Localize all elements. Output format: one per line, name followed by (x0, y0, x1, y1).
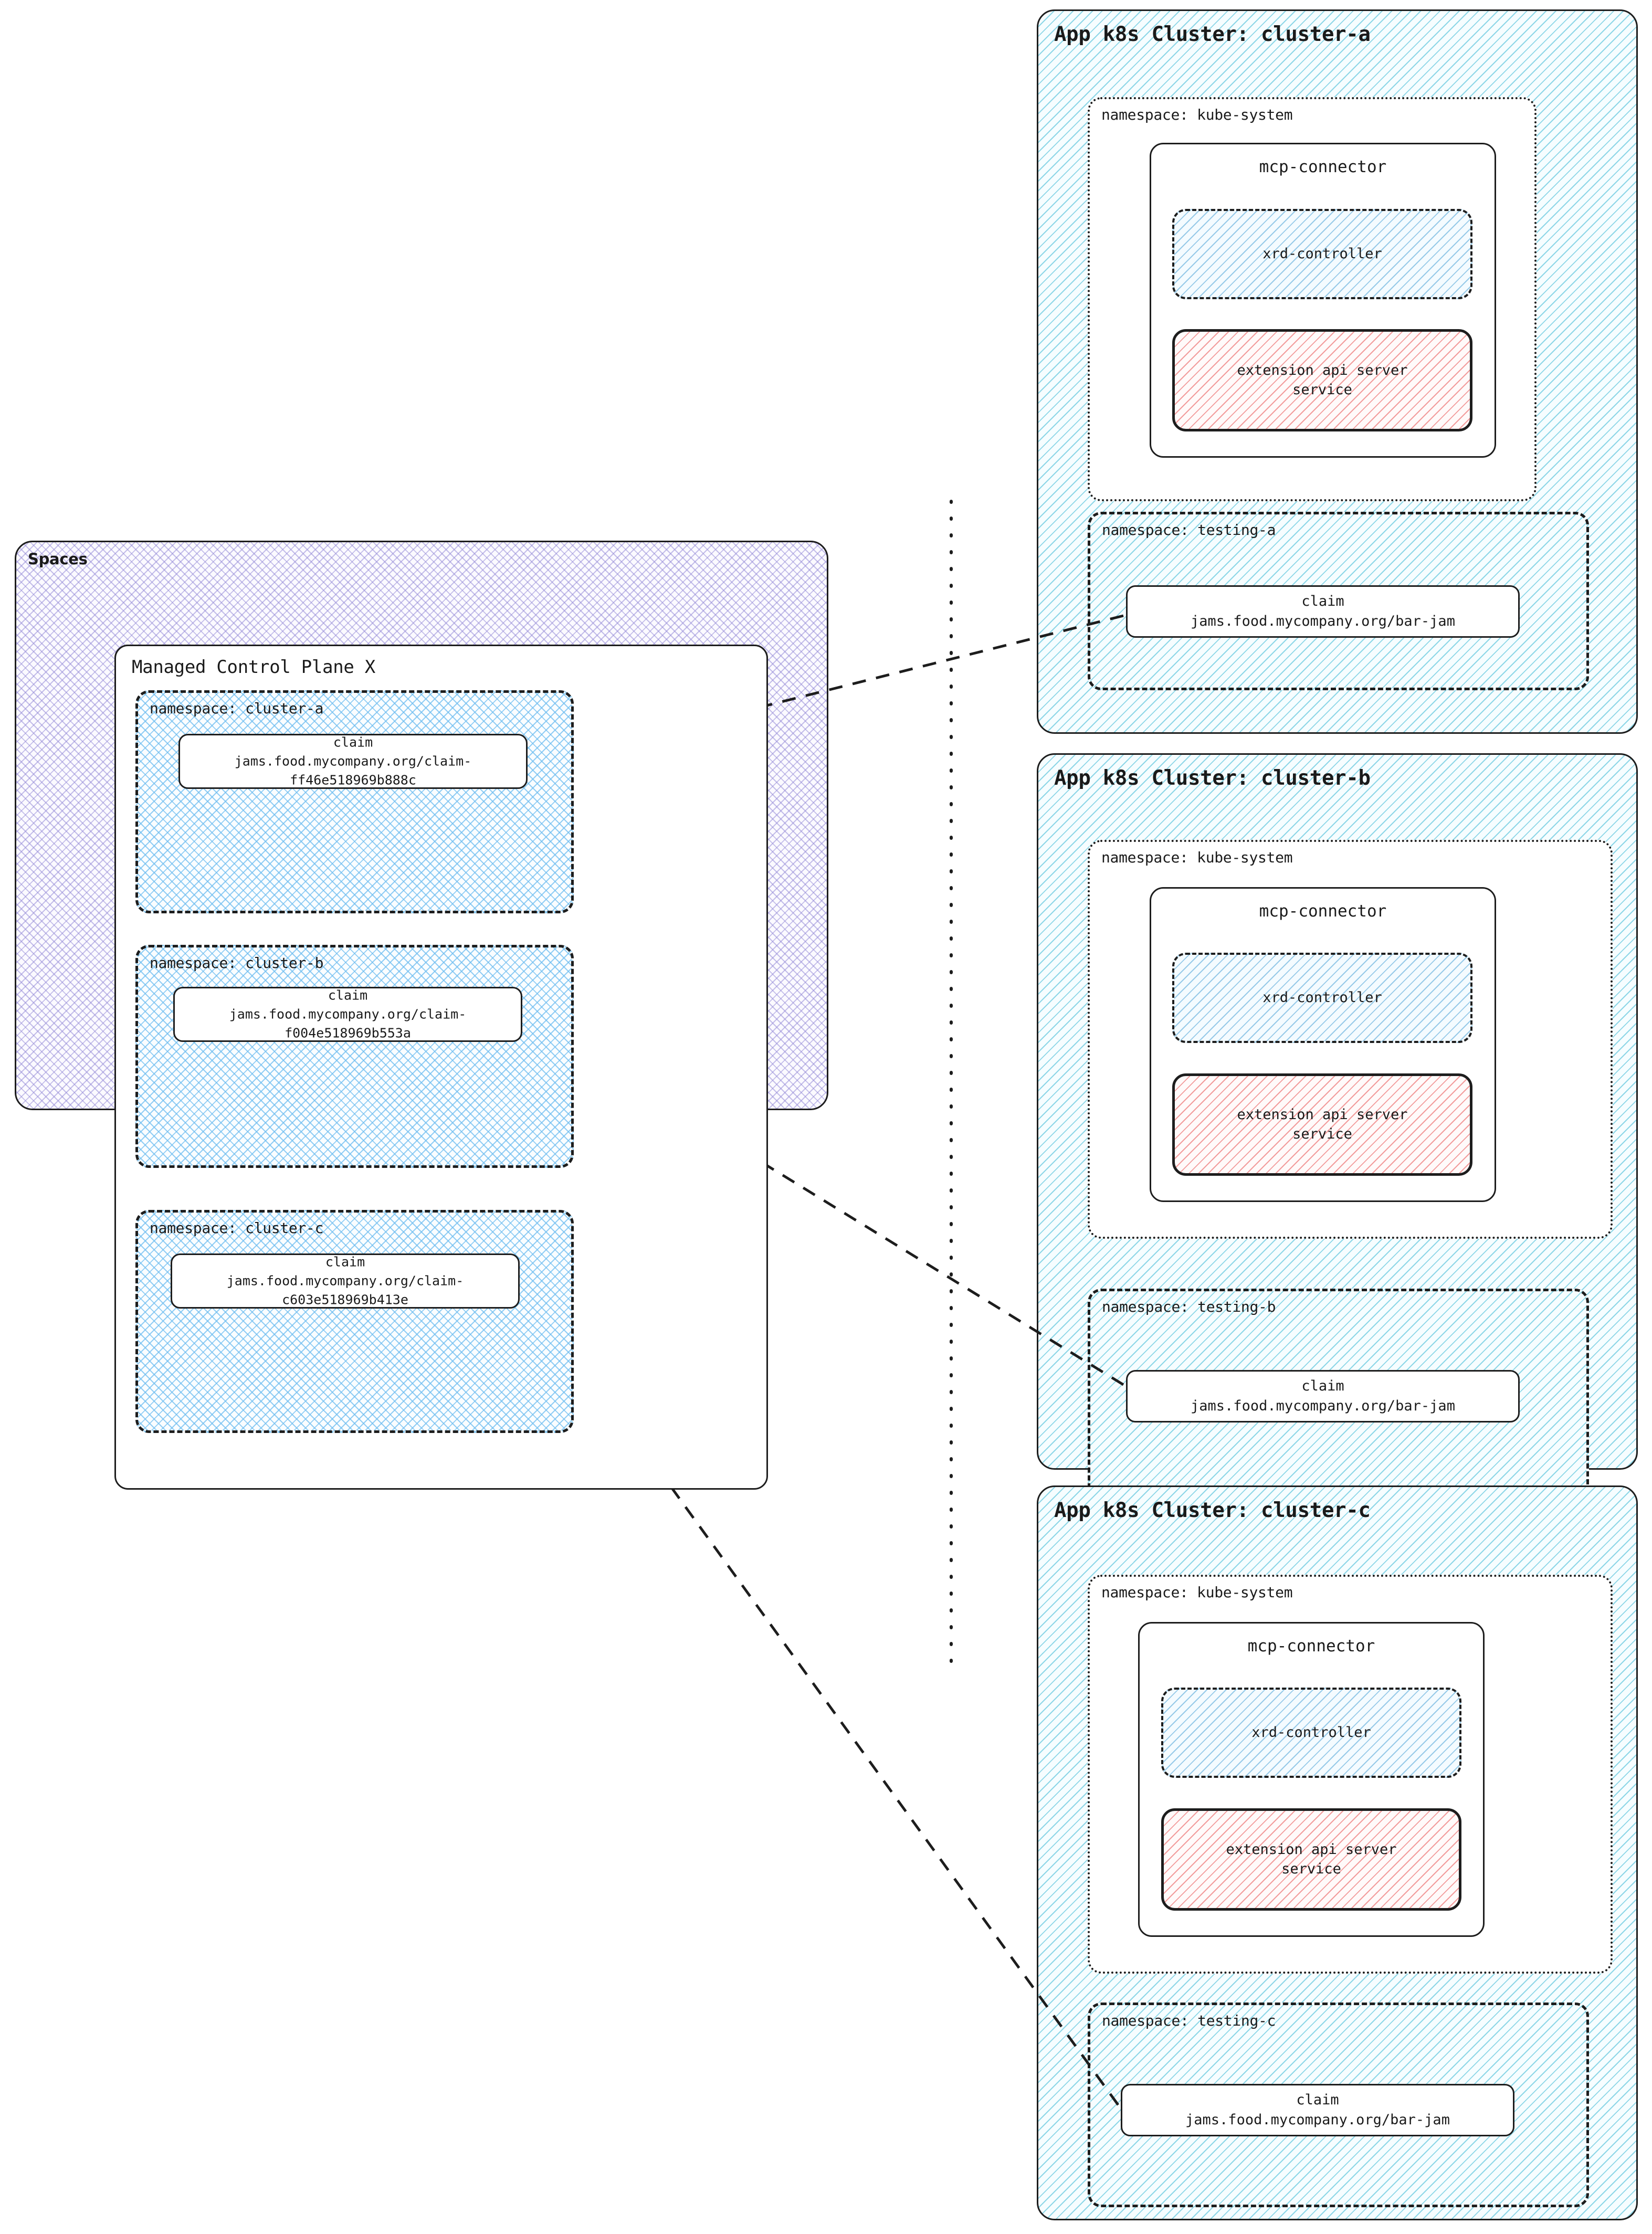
cluster-c-testing-claim[interactable]: claim jams.food.mycompany.org/bar-jam (1121, 2084, 1514, 2136)
cluster-c-testing-label: namespace: testing-c (1102, 2012, 1276, 2029)
claim-cluster-b[interactable]: claim jams.food.mycompany.org/claim- f00… (173, 987, 522, 1042)
cluster-b-kube-system-label: namespace: kube-system (1101, 849, 1293, 866)
control-plane-label-text: Managed Control Plane X (132, 657, 375, 678)
claim-kind: claim (1301, 1378, 1344, 1395)
namespace-cluster-c-label: namespace: cluster-c (150, 1219, 324, 1237)
cluster-a-title: App k8s Cluster: cluster-a (1054, 23, 1371, 46)
cluster-c-testing-claim-text: claim jams.food.mycompany.org/bar-jam (1127, 2090, 1509, 2130)
cluster-a-xrd-controller-label: xrd-controller (1262, 246, 1382, 262)
cluster-b-xrd-controller[interactable]: xrd-controller (1172, 953, 1472, 1043)
spaces-label: Spaces (28, 550, 88, 568)
claim-kind: claim (1301, 593, 1344, 610)
cluster-c-kube-system-label: namespace: kube-system (1101, 1584, 1293, 1601)
namespace-cluster-c: namespace: cluster-c (135, 1210, 574, 1433)
cluster-a-extension-api-server-label: extension api server service (1237, 362, 1408, 398)
cluster-b-testing-label: namespace: testing-b (1102, 1298, 1276, 1315)
cluster-a-xrd-controller[interactable]: xrd-controller (1172, 209, 1472, 299)
cluster-b-title: App k8s Cluster: cluster-b (1054, 766, 1371, 790)
claim-ref: jams.food.mycompany.org/bar-jam (1191, 613, 1455, 629)
cluster-b-xrd-controller-label: xrd-controller (1262, 989, 1382, 1006)
cluster-a-testing-label: namespace: testing-a (1102, 521, 1276, 539)
cluster-b-testing-claim[interactable]: claim jams.food.mycompany.org/bar-jam (1126, 1370, 1520, 1422)
claim-cluster-a-text: claim jams.food.mycompany.org/claim- ff4… (185, 733, 521, 790)
claim-ref: jams.food.mycompany.org/bar-jam (1185, 2112, 1450, 2128)
claim-ref: jams.food.mycompany.org/bar-jam (1191, 1398, 1455, 1414)
cluster-c-extension-api-server-label: extension api server service (1226, 1841, 1397, 1878)
claim-ref: jams.food.mycompany.org/claim- f004e5189… (229, 1006, 467, 1041)
cluster-a-mcp-connector-title: mcp-connector (1259, 157, 1387, 176)
cluster-c-title: App k8s Cluster: cluster-c (1054, 1499, 1371, 1522)
claim-ref: jams.food.mycompany.org/claim- c603e5189… (226, 1273, 464, 1308)
namespace-cluster-a: namespace: cluster-a (135, 690, 574, 913)
cluster-a-kube-system-label: namespace: kube-system (1101, 106, 1293, 123)
cluster-c-xrd-controller[interactable]: xrd-controller (1161, 1688, 1461, 1778)
cluster-a-testing-claim-text: claim jams.food.mycompany.org/bar-jam (1132, 592, 1514, 631)
claim-cluster-c[interactable]: claim jams.food.mycompany.org/claim- c60… (171, 1253, 520, 1309)
claim-kind: claim (325, 1254, 365, 1270)
claim-kind: claim (328, 987, 368, 1003)
cluster-c-xrd-controller-label: xrd-controller (1251, 1724, 1371, 1741)
claim-kind: claim (333, 734, 373, 750)
namespace-cluster-b-label: namespace: cluster-b (150, 954, 324, 972)
cluster-c-extension-api-server[interactable]: extension api server service (1161, 1808, 1461, 1911)
claim-cluster-c-text: claim jams.food.mycompany.org/claim- c60… (177, 1252, 513, 1310)
cluster-b-mcp-connector-title: mcp-connector (1259, 902, 1387, 921)
cluster-b-testing-claim-text: claim jams.food.mycompany.org/bar-jam (1132, 1376, 1514, 1416)
cluster-a-testing-claim[interactable]: claim jams.food.mycompany.org/bar-jam (1126, 585, 1520, 638)
claim-cluster-b-text: claim jams.food.mycompany.org/claim- f00… (180, 986, 515, 1043)
cluster-b-extension-api-server[interactable]: extension api server service (1172, 1073, 1472, 1176)
namespace-cluster-b: namespace: cluster-b (135, 945, 574, 1168)
claim-ref: jams.food.mycompany.org/claim- ff46e5189… (234, 753, 472, 788)
cluster-c-mcp-connector-title: mcp-connector (1247, 1637, 1375, 1656)
cluster-a-extension-api-server[interactable]: extension api server service (1172, 329, 1472, 431)
claim-kind: claim (1296, 2092, 1339, 2109)
claim-cluster-a[interactable]: claim jams.food.mycompany.org/claim- ff4… (178, 734, 528, 789)
cluster-b-extension-api-server-label: extension api server service (1237, 1106, 1408, 1143)
namespace-cluster-a-label: namespace: cluster-a (150, 700, 324, 717)
